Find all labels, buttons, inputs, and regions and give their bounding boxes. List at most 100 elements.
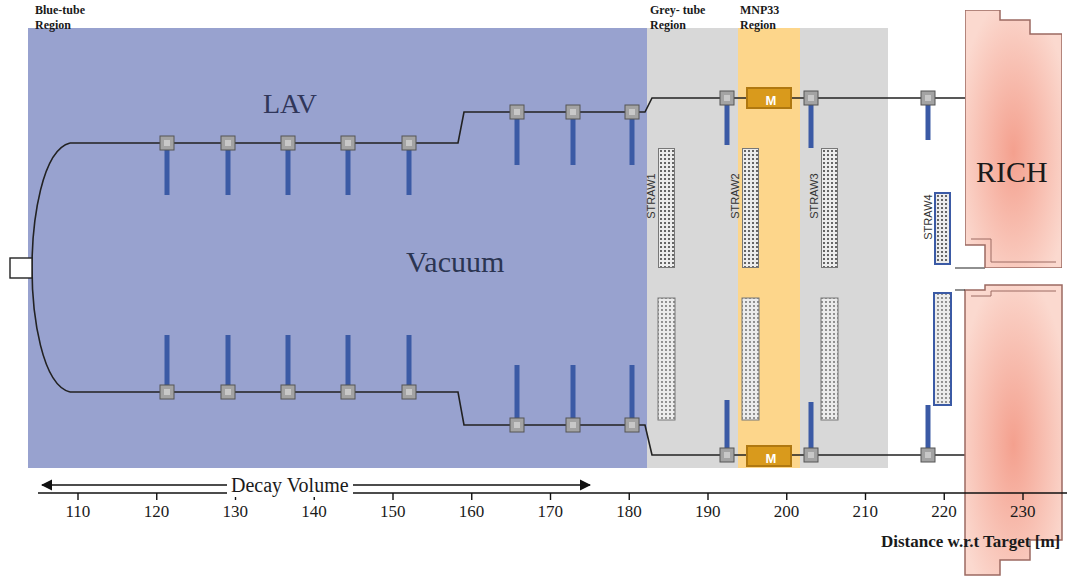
axis-tick [1022, 493, 1023, 500]
station-block [221, 385, 235, 399]
station-block [345, 140, 351, 146]
vessel-end [32, 143, 70, 392]
axis-title: Distance w.r.t Target [m] [881, 532, 1060, 552]
station-block [510, 418, 524, 432]
axis-tick [786, 493, 787, 500]
tick-label: 150 [380, 502, 406, 522]
chamber-name: STRAW1 [644, 173, 656, 218]
straw-chamber [742, 298, 759, 420]
station-block [724, 95, 730, 101]
axis-tick [629, 493, 630, 500]
veto-bar [226, 143, 231, 195]
detector-name: LAV [263, 88, 317, 120]
tick-label: 160 [459, 502, 485, 522]
station-block [629, 109, 635, 115]
station-block [514, 109, 520, 115]
station-block [925, 95, 931, 101]
veto-bar [165, 143, 170, 195]
magnet-label: M [766, 451, 777, 466]
station-block [225, 389, 231, 395]
tick-label: 190 [695, 502, 721, 522]
station-block [225, 140, 231, 146]
station-block [921, 91, 935, 105]
veto-bar [571, 365, 576, 425]
region-band: Blue-tube RegionLAVVacuum [28, 28, 647, 468]
station-block [808, 452, 814, 458]
station-block [281, 136, 295, 150]
axis-tick [392, 493, 393, 500]
region-title: Grey- tube Region [650, 3, 722, 33]
station-block [570, 109, 576, 115]
axis-tick [77, 493, 78, 500]
station-block [625, 418, 639, 432]
station-block [514, 422, 520, 428]
station-block [221, 136, 235, 150]
veto-bar [571, 112, 576, 165]
station-block [402, 385, 416, 399]
station-block [285, 140, 291, 146]
chamber-name: STRAW3 [807, 173, 819, 218]
veto-bar [226, 335, 231, 392]
station-block [720, 91, 734, 105]
station-block [281, 385, 295, 399]
station-block [724, 452, 730, 458]
veto-bar [165, 335, 170, 392]
region-band: STRAW2MMMNP33 RegionSTRAW1STRAW3Grey- tu… [647, 28, 888, 468]
span-label: Decay Volume [227, 474, 353, 497]
station-block [570, 422, 576, 428]
station-block [629, 422, 635, 428]
veto-bar [630, 112, 635, 165]
tick-label: 220 [931, 502, 957, 522]
tick-label: 200 [774, 502, 800, 522]
veto-bar [407, 143, 412, 195]
axis-tick [944, 493, 945, 500]
station-block [285, 389, 291, 395]
chamber-name: STRAW2 [728, 173, 740, 218]
beam-pipe [955, 268, 985, 290]
station-block [625, 105, 639, 119]
tick-label: 230 [1010, 502, 1036, 522]
magnet-block: M [746, 87, 792, 109]
station-block [160, 385, 174, 399]
region-title: MNP33 Region [740, 3, 798, 33]
axis-tick [471, 493, 472, 500]
station-block [808, 95, 814, 101]
station-block [804, 91, 818, 105]
tick-label: 130 [223, 502, 249, 522]
station-block [406, 389, 412, 395]
tick-label: 120 [144, 502, 170, 522]
rich-wall [971, 239, 1056, 262]
rich-vessel [965, 10, 1062, 268]
rich-detector: RICH [965, 10, 1062, 268]
tick-label: 110 [66, 502, 91, 522]
axis-tick [865, 493, 866, 500]
veto-bar [346, 143, 351, 195]
station-block [921, 448, 935, 462]
axis-line [38, 492, 1067, 493]
station-block [566, 105, 580, 119]
veto-bar [515, 365, 520, 425]
veto-bar [630, 365, 635, 425]
tick-label: 210 [853, 502, 879, 522]
straw-chamber: STRAW3 [821, 148, 838, 268]
rich-outline [965, 10, 1062, 268]
straw-chamber [934, 293, 951, 405]
straw-chamber: STRAW1 [658, 148, 675, 268]
rich-wall [971, 291, 1056, 296]
station-block [164, 389, 170, 395]
veto-bar [515, 112, 520, 165]
station-block [406, 140, 412, 146]
axis-tick [550, 493, 551, 500]
magnet-block: M [746, 445, 792, 467]
station-block [720, 448, 734, 462]
beam-pipe [10, 258, 32, 278]
veto-bar [725, 400, 730, 455]
region-title: Blue-tube Region [35, 3, 107, 33]
chamber-name: STRAW4 [921, 194, 933, 239]
veto-bar [407, 335, 412, 392]
station-block [345, 389, 351, 395]
station-block [510, 105, 524, 119]
station-block [566, 418, 580, 432]
straw-chamber [821, 298, 838, 420]
